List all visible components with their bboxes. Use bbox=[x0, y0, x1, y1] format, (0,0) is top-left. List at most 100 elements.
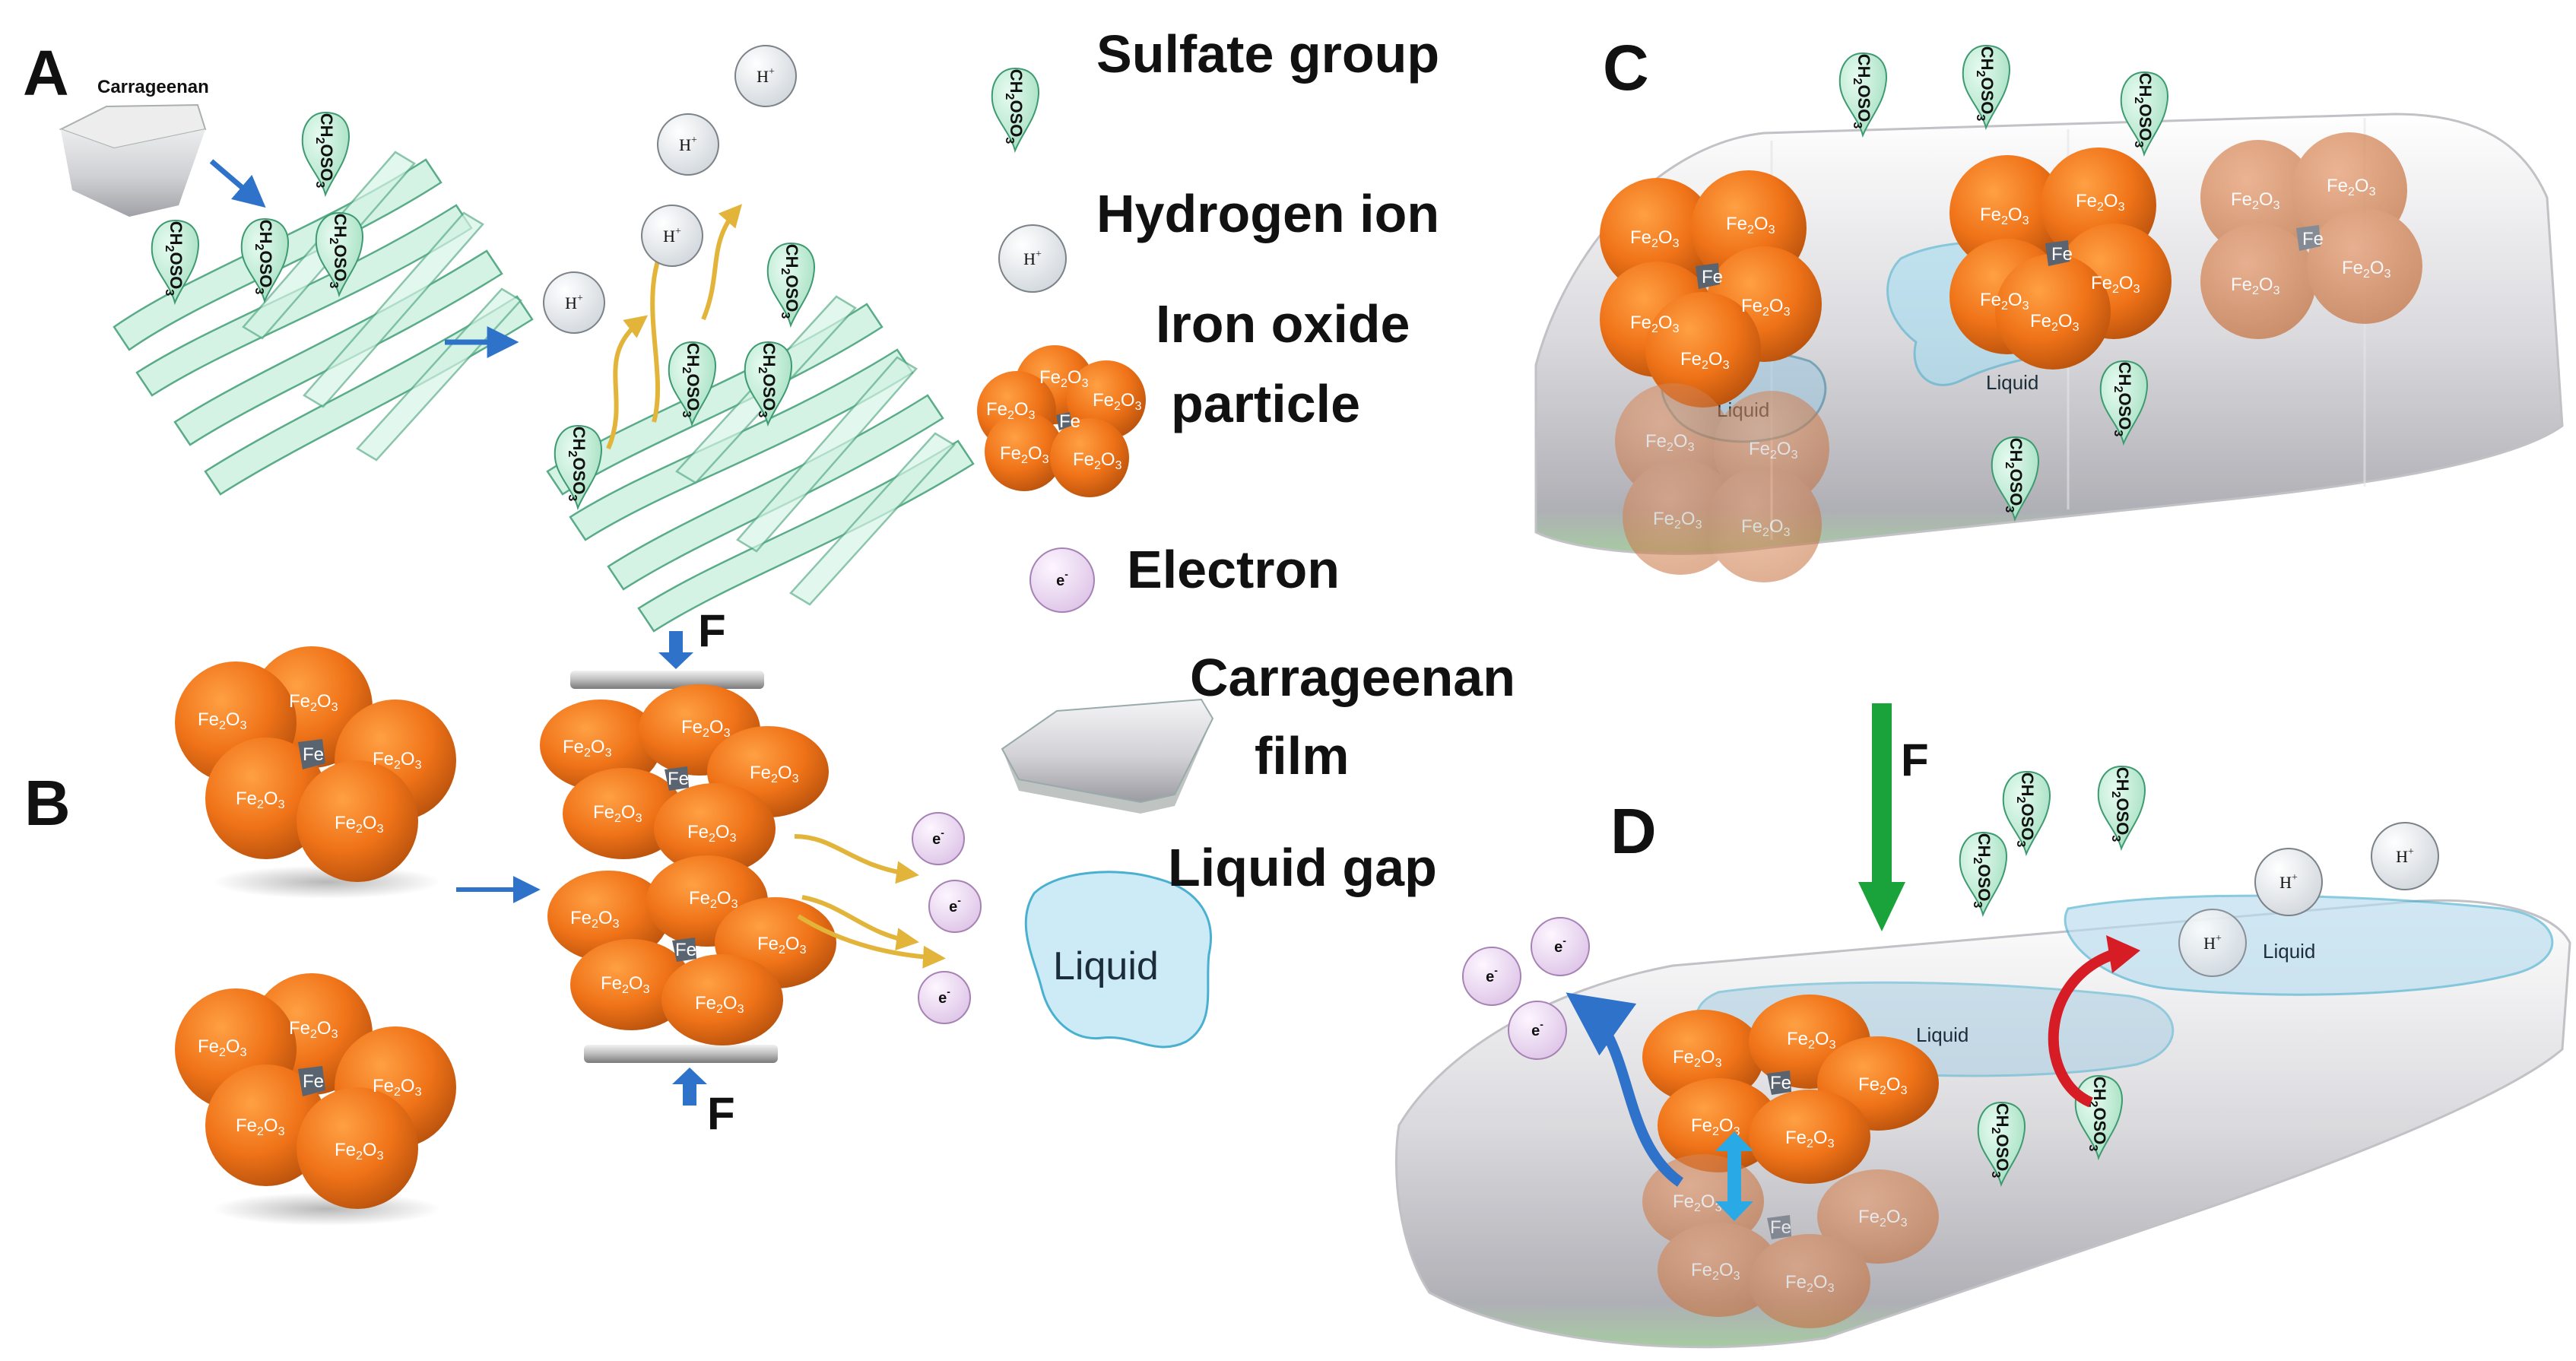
svg-text:H+: H+ bbox=[663, 226, 681, 246]
arrow-a-to-fiber bbox=[209, 159, 266, 208]
electron-arrow-1 bbox=[794, 834, 919, 884]
legend-iron-oxide-label-2: particle bbox=[1171, 374, 1360, 433]
svg-text:Fe2O3: Fe2O3 bbox=[757, 934, 807, 957]
svg-text:e-: e- bbox=[1554, 934, 1566, 956]
svg-text:Fe2O3: Fe2O3 bbox=[1039, 367, 1089, 390]
svg-text:H+: H+ bbox=[757, 66, 775, 86]
svg-text:CH2OSO3: CH2OSO3 bbox=[163, 221, 186, 297]
svg-text:Fe2O3: Fe2O3 bbox=[1630, 312, 1680, 335]
svg-text:Fe2O3: Fe2O3 bbox=[570, 908, 620, 931]
svg-text:CH2OSO3: CH2OSO3 bbox=[1974, 46, 1997, 122]
svg-text:H+: H+ bbox=[1023, 249, 1042, 268]
sulfate-group-a3: CH2OSO3 bbox=[315, 212, 363, 296]
legend-liquid-label: Liquid gap bbox=[1168, 838, 1437, 897]
svg-text:H+: H+ bbox=[565, 293, 583, 312]
svg-text:Fe2O3: Fe2O3 bbox=[1787, 1029, 1836, 1052]
liquid-label-d2: Liquid bbox=[2263, 940, 2315, 963]
bottom-plate bbox=[584, 1045, 778, 1063]
svg-text:e-: e- bbox=[1486, 964, 1498, 985]
svg-text:Fe2O3: Fe2O3 bbox=[1858, 1074, 1908, 1097]
svg-text:Fe2O3: Fe2O3 bbox=[1673, 1191, 1722, 1214]
panel-label-c: C bbox=[1603, 32, 1649, 103]
svg-text:H+: H+ bbox=[2279, 872, 2298, 892]
svg-text:Fe2O3: Fe2O3 bbox=[1073, 449, 1122, 472]
proton-transfer-arrow bbox=[2048, 949, 2116, 1108]
svg-text:Fe2O3: Fe2O3 bbox=[2030, 311, 2080, 334]
legend-liquid-inner-label: Liquid bbox=[1053, 944, 1159, 988]
sulfate-group-c1: CH2OSO3 bbox=[1838, 52, 1887, 136]
svg-text:Fe: Fe bbox=[668, 769, 689, 789]
svg-text:e-: e- bbox=[949, 894, 961, 915]
svg-text:Fe2O3: Fe2O3 bbox=[1741, 296, 1791, 319]
svg-text:CH2OSO3: CH2OSO3 bbox=[2003, 438, 2026, 513]
force-label-bottom: F bbox=[707, 1088, 735, 1139]
electron-arrow-3 bbox=[797, 914, 946, 969]
svg-text:CH2OSO3: CH2OSO3 bbox=[779, 244, 801, 319]
svg-text:Fe2O3: Fe2O3 bbox=[563, 737, 612, 760]
svg-text:Fe2O3: Fe2O3 bbox=[2231, 274, 2280, 297]
sulfate-group-a7: CH2OSO3 bbox=[744, 341, 792, 425]
sulfate-group-d2: CH2OSO3 bbox=[2097, 766, 2146, 849]
svg-text:Fe2O3: Fe2O3 bbox=[689, 888, 738, 911]
svg-text:Fe2O3: Fe2O3 bbox=[289, 691, 338, 714]
svg-text:Fe2O3: Fe2O3 bbox=[593, 802, 642, 825]
svg-text:Fe2O3: Fe2O3 bbox=[1691, 1115, 1740, 1138]
iron-oxide-cluster-b1: Fe2O3 Fe2O3 Fe2O3 Fe2O3 Fe2O3 Fe bbox=[175, 646, 456, 899]
panel-b: Fe2O3 Fe2O3 Fe2O3 Fe2O3 Fe2O3 Fe Fe2O3 F… bbox=[175, 605, 982, 1226]
iron-oxide-cluster-c1: Fe2O3 Fe2O3 Fe2O3 Fe2O3 Fe2O3 Fe bbox=[1600, 170, 1822, 408]
svg-text:Fe: Fe bbox=[303, 744, 324, 765]
svg-text:Fe2O3: Fe2O3 bbox=[1653, 509, 1702, 531]
sulfate-group-d3: CH2OSO3 bbox=[1959, 832, 2007, 915]
sulfate-group-a2: CH2OSO3 bbox=[240, 218, 289, 302]
svg-text:Fe2O3: Fe2O3 bbox=[986, 399, 1036, 422]
svg-text:Fe2O3: Fe2O3 bbox=[1980, 290, 2029, 312]
svg-text:CH2OSO3: CH2OSO3 bbox=[680, 343, 703, 418]
legend-electron-icon: e- bbox=[1029, 547, 1095, 613]
svg-text:Fe2O3: Fe2O3 bbox=[1000, 443, 1049, 466]
svg-text:Fe2O3: Fe2O3 bbox=[1741, 516, 1791, 539]
svg-text:Fe2O3: Fe2O3 bbox=[198, 1036, 247, 1059]
electron-b3: e- bbox=[918, 971, 971, 1024]
sulfate-group-c3: CH2OSO3 bbox=[2120, 71, 2168, 155]
hydrogen-ion-a4: H+ bbox=[734, 45, 797, 107]
sulfate-group-a5: CH2OSO3 bbox=[554, 425, 602, 509]
svg-text:e-: e- bbox=[938, 985, 950, 1007]
svg-text:CH2OSO3: CH2OSO3 bbox=[2014, 773, 2037, 848]
iron-oxide-cluster-c2: Fe2O3 Fe2O3 Fe2O3 Fe2O3 Fe2O3 Fe bbox=[1949, 148, 2172, 370]
svg-text:H+: H+ bbox=[2396, 846, 2414, 866]
legend-liquid-icon: Liquid bbox=[1024, 871, 1212, 1049]
svg-text:CH2OSO3: CH2OSO3 bbox=[2111, 362, 2134, 437]
hydrogen-ion-d3: H+ bbox=[2371, 822, 2439, 890]
panel-label-d: D bbox=[1610, 795, 1657, 867]
legend-film-icon bbox=[1001, 698, 1214, 814]
svg-text:CH2OSO3: CH2OSO3 bbox=[327, 214, 350, 289]
svg-text:Fe2O3: Fe2O3 bbox=[1858, 1207, 1908, 1229]
legend-film-label-1: Carrageenan bbox=[1190, 648, 1515, 707]
svg-text:CH2OSO3: CH2OSO3 bbox=[2132, 73, 2155, 148]
svg-text:Fe: Fe bbox=[1770, 1217, 1791, 1238]
svg-text:CH2OSO3: CH2OSO3 bbox=[2109, 767, 2132, 842]
svg-text:Fe: Fe bbox=[2302, 229, 2324, 249]
svg-text:Fe2O3: Fe2O3 bbox=[236, 788, 285, 811]
svg-text:e-: e- bbox=[932, 826, 944, 848]
svg-text:Fe: Fe bbox=[303, 1071, 324, 1092]
legend-hydrogen-icon: H+ bbox=[998, 224, 1067, 293]
svg-text:Fe2O3: Fe2O3 bbox=[1630, 227, 1680, 250]
release-arrow-1 bbox=[606, 315, 649, 450]
release-arrow-3 bbox=[701, 204, 742, 321]
force-arrow-top bbox=[658, 631, 693, 669]
sulfate-group-c2: CH2OSO3 bbox=[1962, 45, 2010, 128]
svg-text:Fe2O3: Fe2O3 bbox=[198, 709, 247, 732]
svg-text:H+: H+ bbox=[679, 135, 697, 154]
svg-text:Fe2O3: Fe2O3 bbox=[1691, 1260, 1740, 1283]
svg-text:Fe2O3: Fe2O3 bbox=[2076, 191, 2125, 214]
svg-text:CH2OSO3: CH2OSO3 bbox=[2086, 1077, 2109, 1152]
svg-text:CH2OSO3: CH2OSO3 bbox=[566, 427, 588, 502]
proton-transfer-arrowhead bbox=[2106, 935, 2140, 973]
panel-c: Liquid Liquid Fe2O3 Fe2O3 Fe2O3 Fe2O3 Fe… bbox=[1534, 45, 2564, 582]
iron-oxide-cluster-b2: Fe2O3 Fe2O3 Fe2O3 Fe2O3 Fe2O3 Fe bbox=[175, 973, 456, 1226]
svg-text:Fe2O3: Fe2O3 bbox=[1673, 1047, 1722, 1070]
legend-iron-oxide-icon: Fe2O3 Fe2O3 Fe2O3 Fe2O3 Fe2O3 Fe bbox=[977, 345, 1146, 497]
legend-hydrogen-label: Hydrogen ion bbox=[1096, 184, 1439, 243]
force-label-green: F bbox=[1901, 734, 1929, 785]
